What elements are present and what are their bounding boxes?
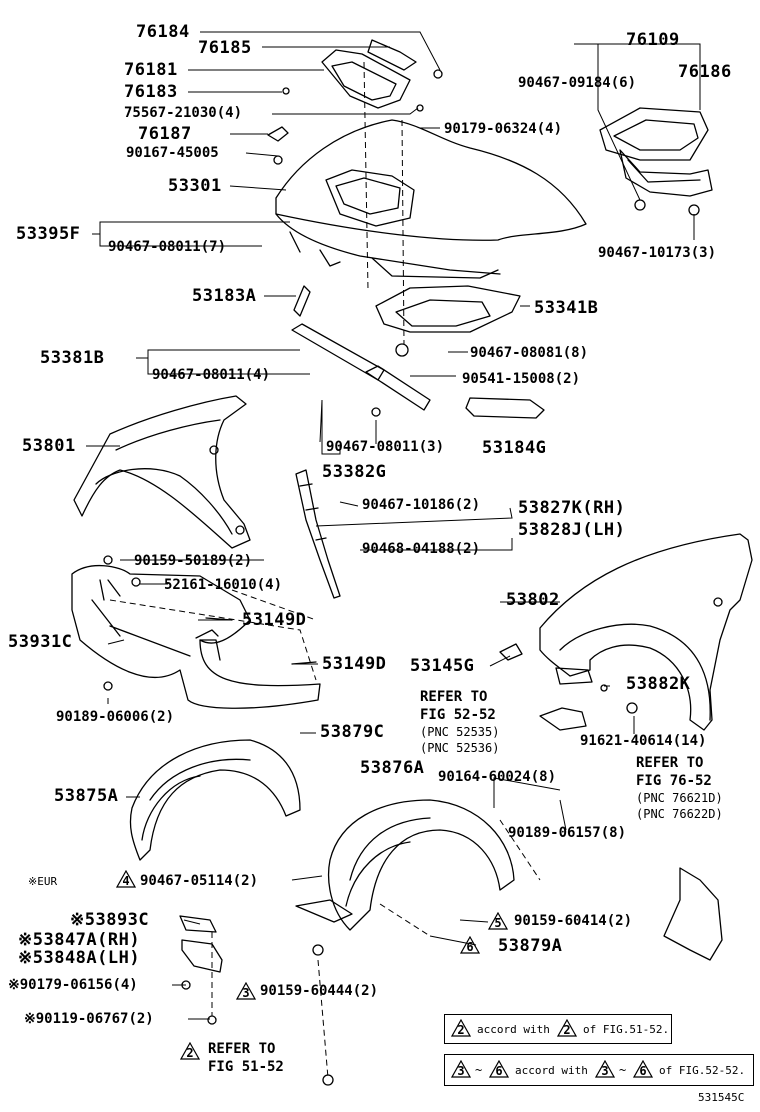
- part-75567-21030: 75567-21030(4): [124, 105, 243, 121]
- note-triangle-3a: 3: [451, 1060, 471, 1078]
- part-52161-16010: 52161-16010(4): [164, 577, 283, 593]
- note-triangle-2b: 2: [557, 1019, 577, 1037]
- part-76186: 76186: [678, 62, 732, 82]
- part-53149D-a: 53149D: [242, 610, 307, 630]
- leader-lines: [86, 31, 701, 1020]
- mudflap: [663, 867, 723, 961]
- part-90467-10173: 90467-10173(3): [598, 245, 717, 261]
- part-53827K: 53827K(RH): [518, 498, 626, 518]
- fender-seal-53827K: [295, 469, 341, 599]
- dashed-guides: [109, 61, 541, 1079]
- note2-tail: of FIG.52-52.: [659, 1064, 746, 1077]
- part-90179-06156: ※90179-06156(4): [8, 977, 138, 993]
- refer-line-4: (PNC 52536): [420, 741, 500, 755]
- part-53848A: ※53848A(LH): [18, 948, 141, 968]
- figure-code: 531545C: [698, 1091, 745, 1104]
- part-53184G: 53184G: [482, 438, 547, 458]
- refer2-line-1: REFER TO: [636, 755, 704, 771]
- note2-text: accord with: [515, 1064, 588, 1077]
- hood-scoop-parts: [267, 39, 443, 165]
- part-90467-10186: 90467-10186(2): [362, 497, 481, 513]
- part-76181: 76181: [124, 60, 178, 80]
- note-box-fig-52-52: 3 ~ 6 accord with 3 ~ 6 of FIG.52-52.: [444, 1054, 754, 1086]
- part-76185: 76185: [198, 38, 252, 58]
- note-triangle-6b: 6: [633, 1060, 653, 1078]
- part-90179-06324: 90179-06324(4): [444, 121, 563, 137]
- part-53381B: 53381B: [40, 348, 105, 368]
- part-53149D-b: 53149D: [322, 654, 387, 674]
- hood-53301: [275, 119, 587, 279]
- refer2-line-4: (PNC 76622D): [636, 807, 723, 821]
- part-53879C: 53879C: [320, 722, 385, 742]
- part-90167-45005: 90167-45005: [126, 145, 219, 161]
- refer-line-3: (PNC 52535): [420, 725, 500, 739]
- part-53145G: 53145G: [410, 656, 475, 676]
- note-triangle-6a: 6: [489, 1060, 509, 1078]
- part-53802: 53802: [506, 590, 560, 610]
- part-90159-60414: 90159-60414(2): [514, 913, 633, 929]
- part-53931C: 53931C: [8, 632, 73, 652]
- note-triangle-2a: 2: [451, 1019, 471, 1037]
- triangle-marker-5: 5: [488, 912, 508, 930]
- part-90159-50189: 90159-50189(2): [134, 553, 253, 569]
- eur-note: ※EUR: [28, 875, 58, 888]
- hood-insulator-53341B: [375, 285, 521, 333]
- hood-trim-brackets: [291, 285, 545, 419]
- part-53301: 53301: [168, 176, 222, 196]
- triangle-marker-3: 3: [236, 982, 256, 1000]
- part-53801: 53801: [22, 436, 76, 456]
- part-90468-04188: 90468-04188(2): [362, 541, 481, 557]
- part-53879A: 53879A: [498, 936, 563, 956]
- triangle-marker-4: 4: [116, 870, 136, 888]
- part-76187: 76187: [138, 124, 192, 144]
- note1-tail: of FIG.51-52.: [583, 1023, 670, 1036]
- part-53882K: 53882K: [626, 674, 691, 694]
- part-53828J: 53828J(LH): [518, 520, 626, 540]
- part-53875A: 53875A: [54, 786, 119, 806]
- refer-line-2: FIG 52-52: [420, 707, 496, 723]
- part-90541-15008: 90541-15008(2): [462, 371, 581, 387]
- part-53847A: ※53847A(RH): [18, 930, 141, 950]
- part-90189-06006: 90189-06006(2): [56, 709, 175, 725]
- part-90467-09184: 90467-09184(6): [518, 75, 637, 91]
- triangle-marker-6: 6: [460, 936, 480, 954]
- part-53382G: 53382G: [322, 462, 387, 482]
- part-90119-06767: ※90119-06767(2): [24, 1011, 154, 1027]
- part-53876A: 53876A: [360, 758, 425, 778]
- scoop-housing-76109: [599, 107, 713, 216]
- part-90159-60444: 90159-60444(2): [260, 983, 379, 999]
- part-53395F: 53395F: [16, 224, 81, 244]
- part-53183A: 53183A: [192, 286, 257, 306]
- part-90467-08011-3: 90467-08011(3): [326, 439, 445, 455]
- right-fender-53802: [499, 533, 753, 731]
- refer3-line-1: REFER TO: [208, 1041, 276, 1057]
- part-90467-08011-4: 90467-08011(4): [152, 367, 271, 383]
- refer2-line-3: (PNC 76621D): [636, 791, 723, 805]
- note-box-fig-51-52: 2 accord with 2 of FIG.51-52.: [444, 1014, 672, 1044]
- fender-liner-53876A: [295, 799, 515, 931]
- part-76109: 76109: [626, 30, 680, 50]
- left-fender-53801: [73, 395, 251, 549]
- part-90189-06157: 90189-06157(8): [508, 825, 627, 841]
- part-53341B: 53341B: [534, 298, 599, 318]
- part-53893C: ※53893C: [70, 910, 150, 930]
- triangle-marker-2: 2: [180, 1042, 200, 1060]
- note1-text: accord with: [477, 1023, 550, 1036]
- part-90467-08081: 90467-08081(8): [470, 345, 589, 361]
- refer2-line-2: FIG 76-52: [636, 773, 712, 789]
- note-triangle-3b: 3: [595, 1060, 615, 1078]
- part-90467-05114: 90467-05114(2): [140, 873, 259, 889]
- part-90467-08011-7: 90467-08011(7): [108, 239, 227, 255]
- note2-tilde-a: ~: [475, 1063, 483, 1077]
- refer-line-1: REFER TO: [420, 689, 488, 705]
- refer3-line-2: FIG 51-52: [208, 1059, 284, 1075]
- part-90164-60024: 90164-60024(8): [438, 769, 557, 785]
- note2-tilde-b: ~: [619, 1063, 627, 1077]
- part-76183: 76183: [124, 82, 178, 102]
- part-91621-40614: 91621-40614(14): [580, 733, 707, 749]
- fender-liner-53875A: [129, 739, 301, 861]
- part-76184: 76184: [136, 22, 190, 42]
